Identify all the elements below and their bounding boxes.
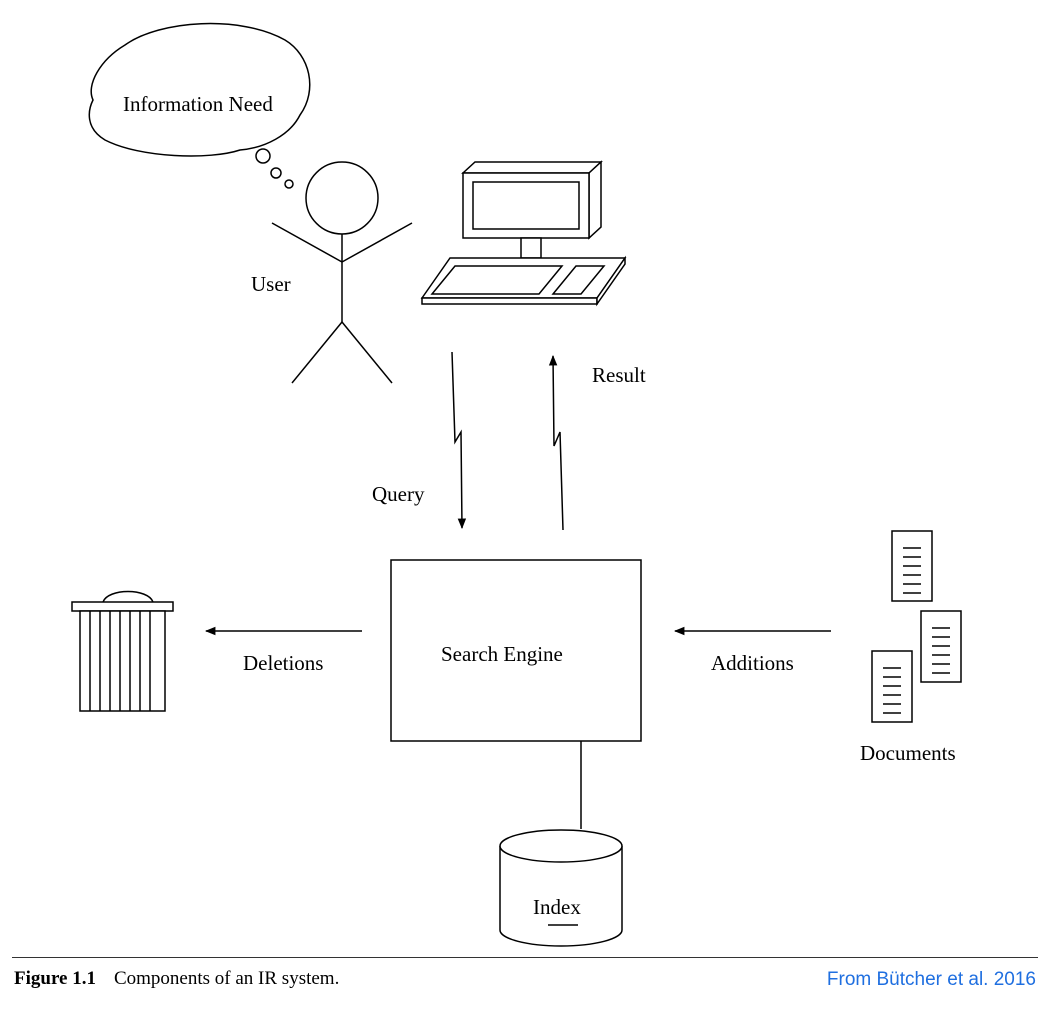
additions-label: Additions — [711, 651, 794, 675]
thought-bubble-small — [284, 179, 294, 189]
query-label: Query — [372, 482, 425, 506]
trash-can-icon — [71, 590, 174, 712]
documents-icon — [871, 530, 962, 723]
caption-divider — [12, 957, 1038, 958]
thought-cloud — [88, 22, 311, 157]
search-engine-box — [390, 559, 642, 742]
deletions-label: Deletions — [243, 651, 323, 675]
thought-bubble-medium — [270, 167, 282, 179]
caption-text: Components of an IR system. — [113, 968, 340, 989]
query-arrow — [451, 351, 467, 530]
computer-icon — [420, 160, 627, 307]
user-label: User — [251, 272, 291, 296]
source-credit: From Bütcher et al. 2016 — [826, 969, 1036, 990]
index-cylinder — [499, 829, 623, 947]
thought-bubble-large — [255, 148, 271, 164]
search-engine-label: Search Engine — [441, 642, 563, 666]
user-figure — [271, 161, 413, 384]
information-need-label: Information Need — [123, 92, 273, 116]
result-arrow — [548, 354, 564, 531]
documents-label: Documents — [860, 741, 956, 765]
figure-caption: Figure 1.1 Components of an IR system. — [14, 968, 339, 990]
result-label: Result — [592, 363, 646, 387]
index-label: Index — [533, 895, 581, 919]
figure-number: Figure 1.1 — [14, 968, 96, 989]
